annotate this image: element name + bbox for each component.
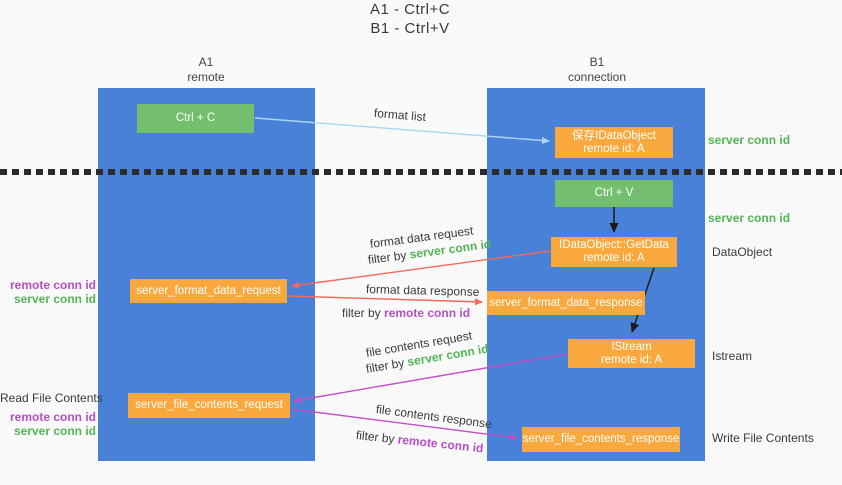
- label-filter-by-remote-conn-id-1: filter by remote conn id: [342, 306, 470, 320]
- box-server-file-contents-response: server_file_contents_response: [522, 427, 680, 452]
- right-label-istream: Istream: [712, 349, 753, 363]
- label-file-contents-response-text: file contents response: [375, 402, 493, 432]
- box-save-dataobject-line2: remote id: A: [583, 142, 645, 155]
- box-server-file-contents-request: server_file_contents_request: [128, 393, 290, 418]
- box-save-dataobject: 保存IDataObject remote id: A: [555, 127, 673, 158]
- box-ctrl-v-label: Ctrl + V: [594, 187, 634, 199]
- box-server-format-data-response: server_format_data_response: [487, 291, 645, 315]
- box-save-dataobject-line1: 保存IDataObject: [572, 129, 656, 142]
- lane-b1-subtitle: connection: [567, 70, 627, 84]
- box-getdata-line1: IDataObject::GetData: [559, 239, 669, 251]
- right-label-dataobject: DataObject: [712, 245, 773, 259]
- box-ctrl-v: Ctrl + V: [555, 180, 673, 207]
- filter-by-text: filter by: [342, 306, 381, 320]
- box-istream: IStream remote id: A: [568, 339, 695, 368]
- lane-header-a1: A1 remote: [146, 55, 266, 85]
- box-server-format-data-request-label: server_format_data_request: [136, 284, 281, 297]
- box-getdata-line2: remote id: A: [583, 252, 645, 264]
- right-label-write-file-contents: Write File Contents: [712, 431, 814, 445]
- filter-by-text: filter by: [355, 428, 396, 447]
- box-server-format-data-request: server_format_data_request: [130, 279, 287, 303]
- label-format-list: format list: [373, 106, 426, 124]
- label-format-data-response: format data response: [366, 282, 480, 299]
- box-istream-line2: remote id: A: [600, 353, 663, 366]
- right-label-server-conn-id-mid: server conn id: [708, 211, 791, 225]
- dashed-divider: [0, 169, 842, 175]
- label-file-contents-response: file contents response: [375, 402, 493, 431]
- box-server-format-data-response-label: server_format_data_response: [489, 296, 643, 309]
- label-format-list-text: format list: [373, 106, 427, 125]
- label-format-data-response-text: format data response: [365, 282, 480, 299]
- left-label-read-file-contents: Read File Contents: [0, 391, 103, 405]
- label-filter-by-remote-conn-id-2: filter by remote conn id: [355, 428, 484, 455]
- diagram-title: A1 - Ctrl+C B1 - Ctrl+V: [0, 0, 820, 38]
- box-server-file-contents-request-label: server_file_contents_request: [135, 399, 283, 411]
- remote-conn-id-text: remote conn id: [384, 306, 471, 320]
- right-label-server-conn-id-top: server conn id: [708, 133, 791, 147]
- lane-b1-name: B1: [589, 55, 605, 69]
- box-server-file-contents-response-label: server_file_contents_response: [522, 433, 680, 445]
- lane-a1-subtitle: remote: [187, 70, 225, 84]
- remote-conn-id-text: remote conn id: [397, 432, 485, 456]
- left-label-remote-conn-id-top: remote conn id: [9, 278, 96, 292]
- left-label-server-conn-id-top: server conn id: [13, 292, 96, 306]
- box-ctrl-c: Ctrl + C: [137, 104, 254, 133]
- left-label-remote-conn-id-bottom: remote conn id: [9, 410, 96, 424]
- box-ctrl-c-label: Ctrl + C: [175, 112, 216, 124]
- box-istream-line1: IStream: [611, 340, 652, 353]
- box-getdata: IDataObject::GetData remote id: A: [551, 237, 677, 267]
- left-label-server-conn-id-bottom: server conn id: [13, 424, 96, 438]
- title-line-2: B1 - Ctrl+V: [370, 20, 450, 37]
- lane-header-b1: B1 connection: [537, 55, 657, 85]
- title-line-1: A1 - Ctrl+C: [369, 1, 451, 18]
- filter-by-text: filter by: [367, 248, 408, 267]
- lane-a1-name: A1: [198, 55, 214, 69]
